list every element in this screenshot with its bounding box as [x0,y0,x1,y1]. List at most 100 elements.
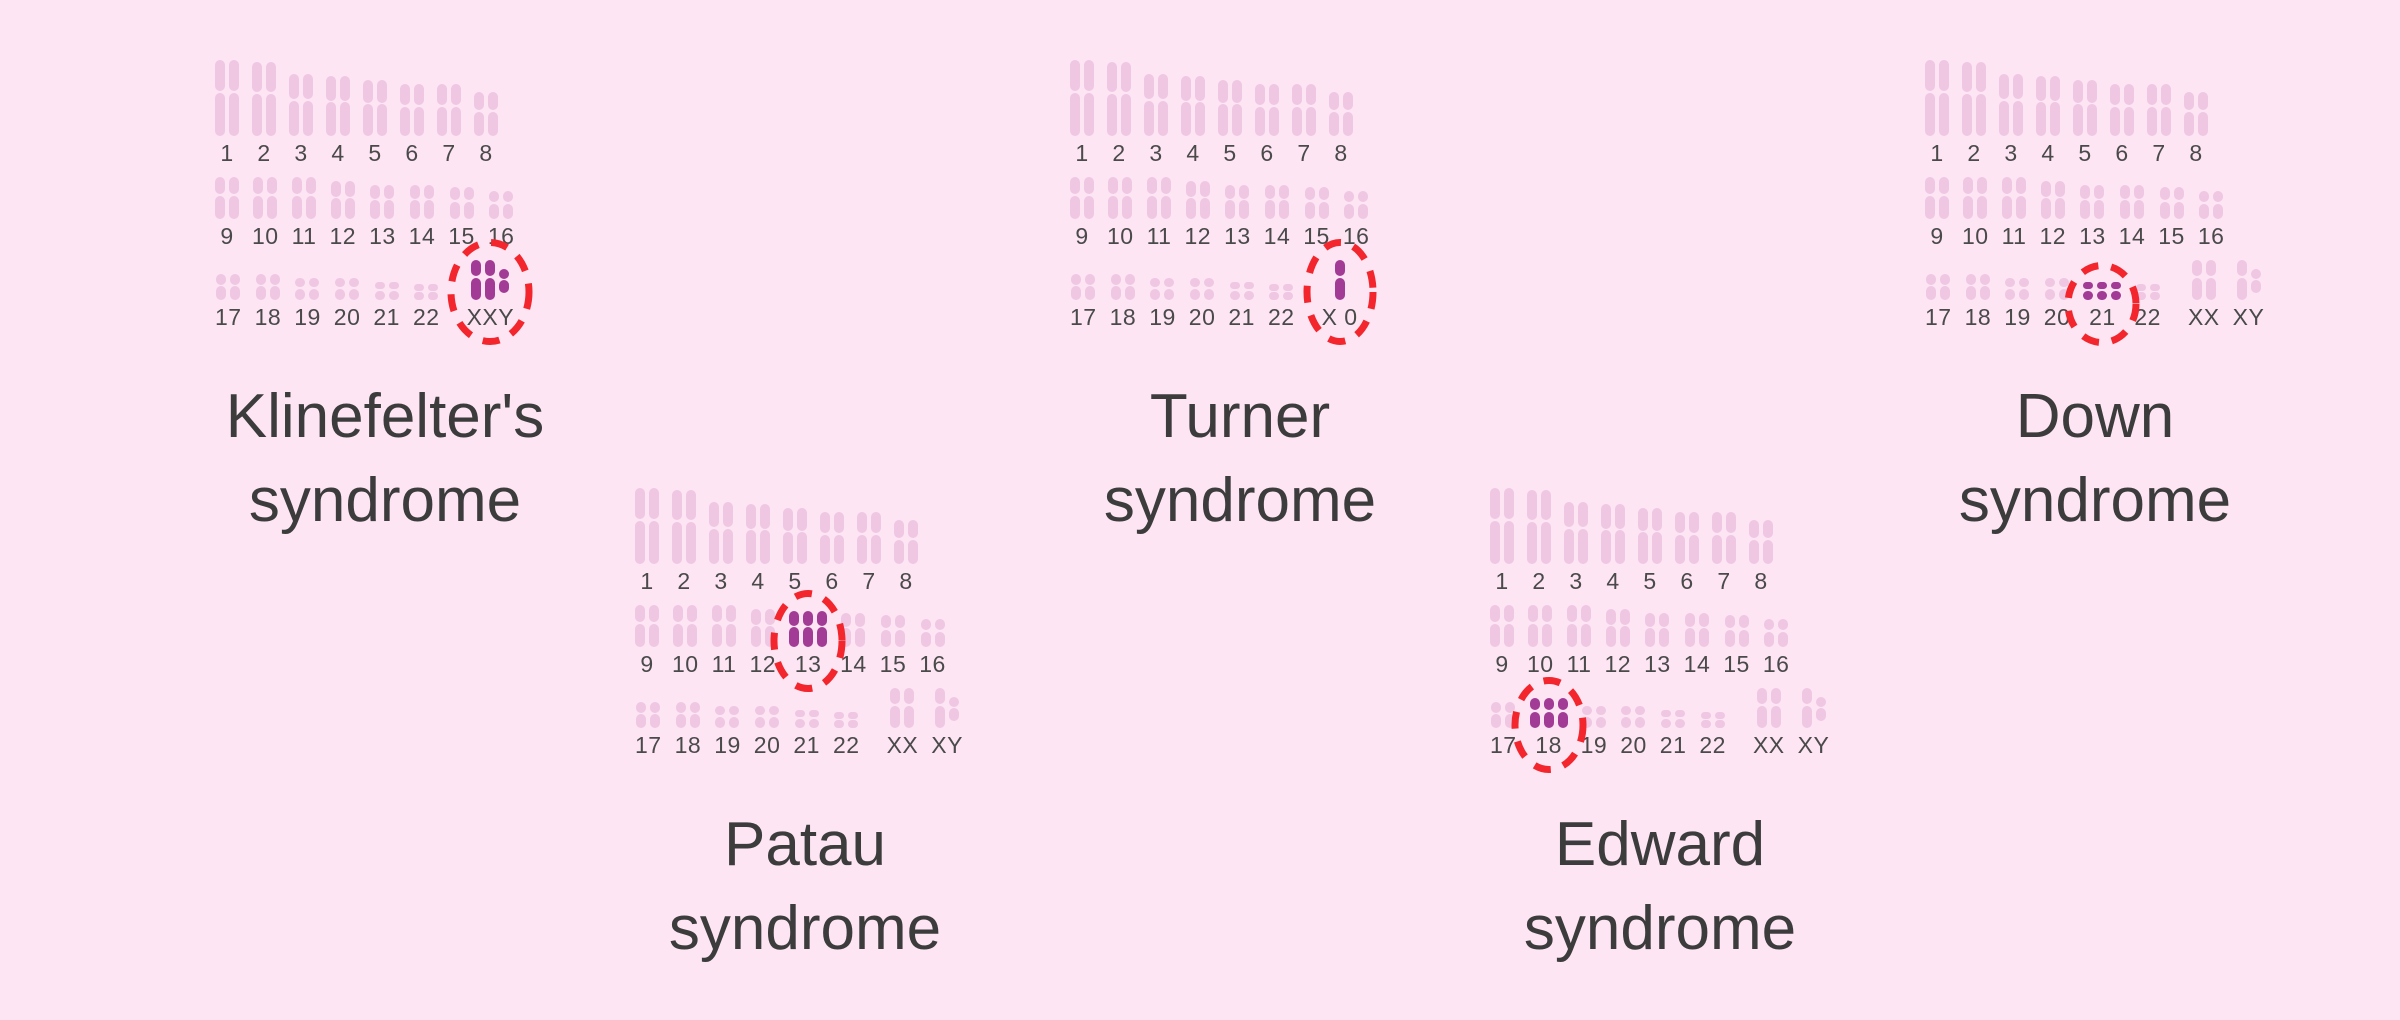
pair-label: 10 [252,223,279,249]
chromosome-arm [1243,282,1254,290]
chromosome-pair-19: 19 [1149,278,1176,329]
chromosome-pair-14: 14 [1684,613,1711,676]
chromosome-arm [230,286,241,300]
chromosome [789,611,800,647]
chromosome-bars [635,605,659,647]
chromosome-arm [729,716,740,728]
chromosome-arm [2013,100,2023,136]
chromosome-arm [2073,104,2083,136]
chromosome [1358,191,1369,219]
chromosome [686,490,696,564]
pair-label: 16 [919,651,946,677]
chromosome-arm [2147,106,2157,136]
chromosome-arm [474,111,484,136]
chromosome-arm [894,539,904,564]
chromosome-pair-6: 6 [820,512,844,593]
chromosome-arm [2083,282,2094,290]
chromosome-bars [1724,615,1749,647]
pair-label: 3 [2004,140,2018,166]
chromosome-arm [2019,278,2030,288]
chromosome-arm [755,716,766,728]
chromosome-arm [2199,191,2210,203]
chromosome-bars [820,512,844,564]
chromosome-arm [1749,520,1759,539]
chromosome-arm [2040,198,2051,219]
chromosome-arm [1070,177,1080,195]
pair-label: 21 [373,304,400,330]
chromosome [934,619,945,647]
chromosome [2036,76,2046,136]
chromosome-arm [1764,619,1775,631]
chromosome-bars [841,613,866,647]
chromosome-bars [471,260,510,300]
chromosome-arm [216,274,227,285]
chromosome-arm [1158,100,1168,136]
chromosome [1601,504,1611,564]
chromosome [1164,278,1175,300]
pair-label: 6 [1680,568,1694,594]
chromosome [1124,274,1135,300]
chromosome-pair-2: 2 [672,490,696,593]
chromosome-arm [1283,292,1294,300]
chromosome [1749,520,1759,564]
chromosome-pair-4: 4 [2036,76,2060,165]
chromosome-pair-15: 15 [1723,615,1750,676]
chromosome-arm [709,502,719,528]
chromosome-pair-17: 17 [1490,702,1517,757]
chromosome-arm [2135,284,2146,291]
chromosome-pair-7: 7 [437,84,461,165]
pair-label: 7 [862,568,876,594]
chromosome-arm [229,60,239,92]
chromosome-bars [2036,76,2060,136]
chromosome-arm [2013,74,2023,100]
chromosome-pair-9: 9 [1070,177,1094,248]
chromosome [2133,185,2144,219]
pair-label: 6 [825,568,839,594]
chromosome-arm [1726,534,1736,564]
chromosome [1999,74,2009,136]
chromosome [2191,260,2202,300]
chromosome [503,191,514,219]
chromosome-pair-11: 11 [2002,177,2027,248]
chromosome-arm [817,611,828,626]
chromosome [2159,187,2170,219]
chromosome-arm [1700,720,1711,728]
chromosome-arm [2080,185,2091,199]
chromosome [920,619,931,647]
chromosome-arm [709,528,719,564]
pair-label: 12 [2039,223,2067,249]
chromosome-pair-16: 16 [2198,191,2225,248]
pair-label: 16 [487,223,515,249]
chromosome-pair-7: 7 [1712,512,1736,593]
pair-label: 9 [1495,651,1509,677]
pair-label: 22 [1699,732,1726,758]
pair-label: 12 [749,651,777,677]
chromosome-arm [769,716,780,728]
chromosome [949,697,960,721]
chromosome-arm [2184,111,2194,136]
pair-label: 20 [1620,732,1647,758]
chromosome-arm [2161,84,2171,106]
chromosome-bars [712,605,737,647]
syndrome-title: Down syndrome [1959,375,2231,543]
pair-label: 13 [369,223,396,249]
chromosome-arm [2087,80,2097,103]
chromosome-arm [2124,84,2134,106]
chromosome-pair-12: 12 [1184,181,1211,248]
chromosome [2002,177,2013,219]
chromosome-arm [1283,284,1294,291]
pair-label: 2 [677,568,691,594]
chromosome-arm [1278,185,1289,199]
chromosome-arm [2111,290,2122,300]
chromosome-arm [423,185,434,199]
chromosome-arm [848,720,859,728]
chromosome-arm [949,708,960,721]
chromosome-arm [363,104,373,136]
chromosome-pair-8: 8 [474,92,498,165]
chromosome-bars [750,609,775,647]
chromosome-bars [215,177,239,219]
